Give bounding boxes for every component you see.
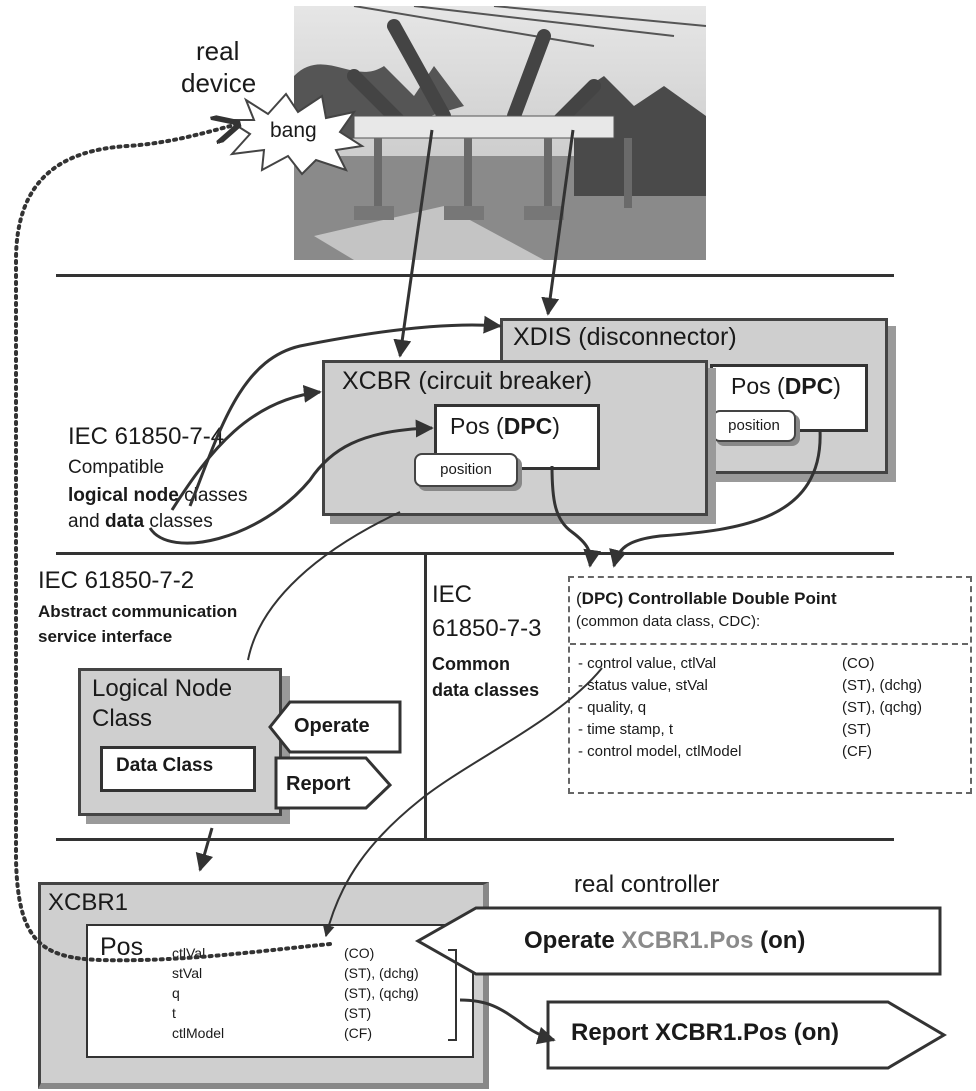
xcbr-to-lnc-line xyxy=(248,512,400,660)
report-bracket xyxy=(448,950,456,1040)
xcbr-pos-to-dpc-connector xyxy=(552,466,590,566)
iec74-to-pos-connector xyxy=(150,428,432,543)
report-connector xyxy=(460,1000,554,1040)
xdis-pos-to-dpc-connector xyxy=(614,430,820,566)
lnc-to-xcbr1-arrow xyxy=(200,828,212,870)
iec74-to-xdis-connector xyxy=(190,325,500,506)
photo-to-xcbr-arrow xyxy=(400,130,432,356)
dpc-to-ctlval-connector xyxy=(326,668,602,936)
photo-to-xdis-arrow xyxy=(548,130,573,314)
